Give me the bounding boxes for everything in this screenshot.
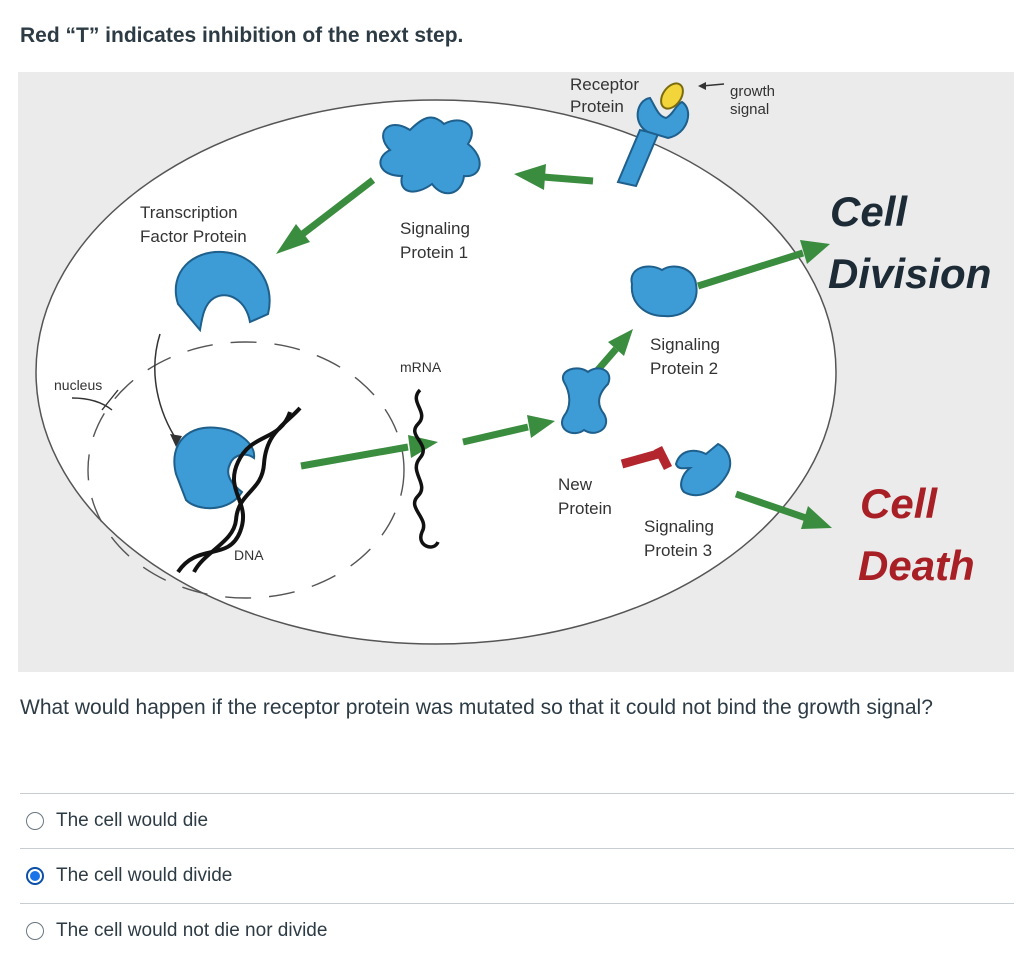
nucleus-outline — [87, 341, 405, 599]
answer-label: The cell would not die nor divide — [56, 920, 328, 941]
receptor-protein-shape — [616, 82, 725, 188]
arrowhead-new-to-sp2 — [608, 329, 633, 356]
label-new-protein-2: Protein — [558, 499, 612, 518]
mrna-strand — [412, 388, 440, 549]
arrow-mrna-to-new — [462, 423, 529, 446]
arrowhead-receptor-to-sp1 — [514, 164, 546, 190]
label-growth-signal-2: signal — [730, 101, 769, 118]
radio-button[interactable] — [26, 812, 44, 830]
arrowhead-sp1-to-tf — [276, 224, 310, 254]
label-receptor-protein-1: Receptor — [570, 75, 639, 94]
arrow-sp1-to-tf — [297, 177, 376, 239]
signaling-protein-3-shape — [674, 442, 732, 497]
inhibition-t-head — [653, 445, 673, 471]
label-signaling-protein-2-a: Signaling — [650, 335, 720, 354]
label-cell-division-1: Cell — [830, 188, 908, 235]
radio-button[interactable] — [26, 922, 44, 940]
arrow-dna-to-mrna — [300, 443, 409, 470]
cell-signaling-diagram: Receptor Protein growth signal Transcrip… — [18, 72, 1014, 672]
label-signaling-protein-1-b: Protein 1 — [400, 243, 468, 262]
new-protein-shape — [561, 367, 611, 435]
arrowhead-sp3-to-death — [801, 506, 832, 529]
signaling-protein-2-shape — [630, 265, 698, 318]
arrowhead-sp2-to-division — [800, 240, 830, 264]
cell-membrane — [35, 99, 837, 645]
label-cell-division-2: Division — [828, 250, 991, 297]
label-mrna: mRNA — [400, 359, 442, 375]
arrow-sp2-to-division — [696, 249, 805, 290]
answer-option[interactable]: The cell would die — [20, 793, 1014, 848]
label-nucleus: nucleus — [54, 377, 102, 393]
label-signaling-protein-2-b: Protein 2 — [650, 359, 718, 378]
tf-path-arrow — [154, 333, 179, 443]
label-cell-death-1: Cell — [860, 480, 938, 527]
arrow-receptor-to-sp1 — [542, 173, 594, 185]
nucleus-pointer — [71, 397, 113, 411]
answer-option[interactable]: The cell would divide — [20, 848, 1014, 903]
answer-label: The cell would divide — [56, 865, 233, 886]
label-receptor-protein-2: Protein — [570, 97, 624, 116]
inhibition-t-bar — [620, 449, 660, 469]
dna-helix — [176, 406, 302, 574]
answer-label: The cell would die — [56, 810, 209, 831]
label-transcription-factor-2: Factor Protein — [140, 227, 247, 246]
label-dna: DNA — [234, 547, 264, 563]
label-cell-death-2: Death — [858, 542, 975, 589]
inhibition-t — [620, 445, 673, 471]
label-signaling-protein-3-a: Signaling — [644, 517, 714, 536]
signaling-protein-1-shape — [379, 116, 481, 195]
label-transcription-factor-1: Transcription — [140, 203, 238, 222]
question-heading: Red “T” indicates inhibition of the next… — [20, 24, 464, 47]
label-signaling-protein-1-a: Signaling — [400, 219, 470, 238]
transcription-factor-shape — [174, 250, 271, 333]
arrowhead-mrna-to-new — [527, 415, 555, 438]
question-text: What would happen if the receptor protei… — [20, 696, 933, 719]
radio-button-selected[interactable] — [26, 867, 44, 885]
label-signaling-protein-3-b: Protein 3 — [644, 541, 712, 560]
answer-option[interactable]: The cell would not die nor divide — [20, 903, 1014, 958]
answer-options: The cell would die The cell would divide… — [20, 793, 1014, 958]
arrow-sp3-to-death — [734, 490, 808, 522]
label-new-protein-1: New — [558, 475, 593, 494]
label-growth-signal-1: growth — [730, 83, 775, 100]
growth-signal-ligand — [660, 82, 684, 110]
